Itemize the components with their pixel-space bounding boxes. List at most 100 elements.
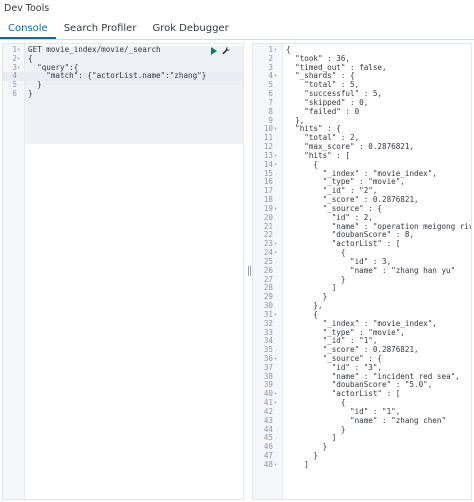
code-text: "_type" : "movie", [286,177,405,187]
code-line[interactable]: 26 "name" : "zhang han yu" [253,265,471,276]
code-line[interactable]: 10▾ "hits" : { [253,125,471,134]
code-text: "timed_out" : false, [286,62,387,72]
code-text: "query":{ [28,62,79,72]
fold-triangle-icon[interactable]: ▾ [274,126,278,133]
code-line[interactable]: 6} [3,89,243,99]
code-line[interactable]: 47 } [253,451,471,461]
code-line[interactable]: 39 "doubanScore" : "5.0", [253,381,471,390]
code-text: "_type" : "movie", [286,327,405,337]
code-line[interactable]: 18 "_score" : 0.2876821, [253,195,471,205]
code-line[interactable]: 31▾ { [253,309,471,320]
code-line[interactable]: 37 "id" : "3", [253,363,471,373]
fold-triangle-icon[interactable]: ▾ [274,461,278,468]
code-line[interactable]: 12 "max_score" : 0.2876821, [253,142,471,152]
line-number: 4 [268,71,273,81]
code-line[interactable]: 30 }, [253,301,471,311]
code-line[interactable]: 7 "skipped" : 0, [253,98,471,108]
code-line[interactable]: 32 "_index" : "movie_index", [253,319,471,329]
fold-triangle-icon[interactable]: ▾ [274,152,278,159]
fold-triangle-icon[interactable]: ▾ [274,73,278,80]
code-line[interactable]: 20 "id" : 2, [253,213,471,223]
code-line[interactable]: 44 } [253,425,471,435]
line-number: 16 [263,177,273,187]
fold-triangle-icon[interactable]: ▾ [274,391,278,398]
code-line[interactable]: 1▾GET movie_index/movie/_search [3,45,243,55]
line-number: 11 [263,133,273,143]
code-text: ] [286,433,337,443]
code-text: } [28,80,42,90]
fold-triangle-icon[interactable]: ▾ [17,55,21,62]
code-line[interactable]: 11 "total" : 2, [253,133,471,143]
fold-triangle-icon[interactable]: ▾ [274,400,278,407]
code-line[interactable]: 22 "doubanScore" : 8, [253,231,471,240]
fold-triangle-icon[interactable]: ▾ [17,47,21,53]
fold-triangle-icon[interactable]: ▾ [274,355,278,362]
fold-triangle-icon[interactable]: ▾ [274,241,278,248]
code-line[interactable]: 19▾ "_source" : { [253,203,471,214]
code-line[interactable]: 17 "_id" : "2", [253,186,471,196]
tab-console[interactable]: Console [0,18,56,39]
code-line[interactable]: 36▾ "_source" : { [253,354,471,364]
code-line[interactable]: 43 "name" : "zhang chen" [253,416,471,426]
code-line[interactable]: 8 "failed" : 0 [253,107,471,117]
code-line[interactable]: 16 "_type" : "movie", [253,178,471,187]
code-line[interactable]: 2 "took" : 36, [253,54,471,64]
code-line[interactable]: 28 ] [253,284,471,293]
code-line[interactable]: 27 } [253,275,471,285]
code-line[interactable]: 3▾ "query":{ [3,62,243,73]
code-line[interactable]: 35 "_score" : 0.2876821, [253,345,471,355]
code-text: "doubanScore" : "5.0", [286,380,433,390]
code-line[interactable]: 42 "id" : "1", [253,407,471,417]
request-block-highlight [25,46,243,144]
code-line[interactable]: 48▾ ] [253,460,471,470]
line-number: 46 [263,442,273,452]
code-text: { [286,309,319,319]
line-number: 15 [263,168,273,178]
code-line[interactable]: 21 "name" : "operation meigong river" [253,222,471,232]
code-line[interactable]: 29 } [253,292,471,302]
play-icon[interactable] [211,46,217,55]
line-number: 19 [263,203,273,213]
fold-triangle-icon[interactable]: ▾ [274,250,278,257]
code-line[interactable]: 25 "id" : 3, [253,257,471,267]
pane-splitter[interactable] [246,265,250,277]
code-line[interactable]: 4▾ "_shards" : { [253,72,471,81]
fold-triangle-icon[interactable]: ▾ [274,161,278,168]
code-line[interactable]: 14▾ { [253,160,471,170]
code-line[interactable]: 34 "_id" : "1", [253,336,471,346]
code-line[interactable]: 5 "total" : 5, [253,80,471,90]
code-line[interactable]: 4 "match": {"actorList.name":"zhang"} [3,72,243,82]
code-line[interactable]: 41▾ { [253,398,471,408]
line-number: 26 [263,265,273,275]
line-number: 3 [12,62,17,72]
code-line[interactable]: 40▾ "actorList" : [ [253,389,471,399]
tab-grok-debugger[interactable]: Grok Debugger [152,23,229,34]
tab-search-profiler[interactable]: Search Profiler [63,23,137,34]
code-line[interactable]: 13▾ "hits" : [ [253,151,471,161]
code-line[interactable]: 15 "_index" : "movie_index", [253,168,471,179]
line-number: 1 [268,45,273,54]
code-line[interactable]: 1▾{ [253,45,471,55]
fold-triangle-icon[interactable]: ▾ [274,311,278,318]
code-line[interactable]: 45 ] [253,434,471,443]
fold-triangle-icon[interactable]: ▾ [17,64,21,71]
response-editor[interactable]: 1▾{2 "took" : 36,3 "timed_out" : false,4… [252,43,472,500]
fold-triangle-icon[interactable]: ▾ [274,47,278,53]
line-number: 29 [263,292,273,302]
line-number: 5 [12,80,17,90]
wrench-icon[interactable] [222,46,231,55]
code-line[interactable]: 5 } [3,80,243,90]
fold-triangle-icon[interactable]: ▾ [274,205,278,212]
code-line[interactable]: 24▾ { [253,248,471,258]
line-number: 18 [263,195,273,205]
code-line[interactable]: 3 "timed_out" : false, [253,62,471,73]
code-line[interactable]: 33 "_type" : "movie", [253,327,471,338]
code-line[interactable]: 46 } [253,442,471,452]
code-line[interactable]: 6 "successful" : 5, [253,89,471,99]
code-line[interactable]: 9 }, [253,116,471,126]
code-line[interactable]: 38 "name" : "incident red sea", [253,372,471,382]
code-line[interactable]: 2▾{ [3,54,243,64]
code-line[interactable]: 23▾ "actorList" : [ [253,239,471,249]
line-number: 6 [12,89,17,99]
